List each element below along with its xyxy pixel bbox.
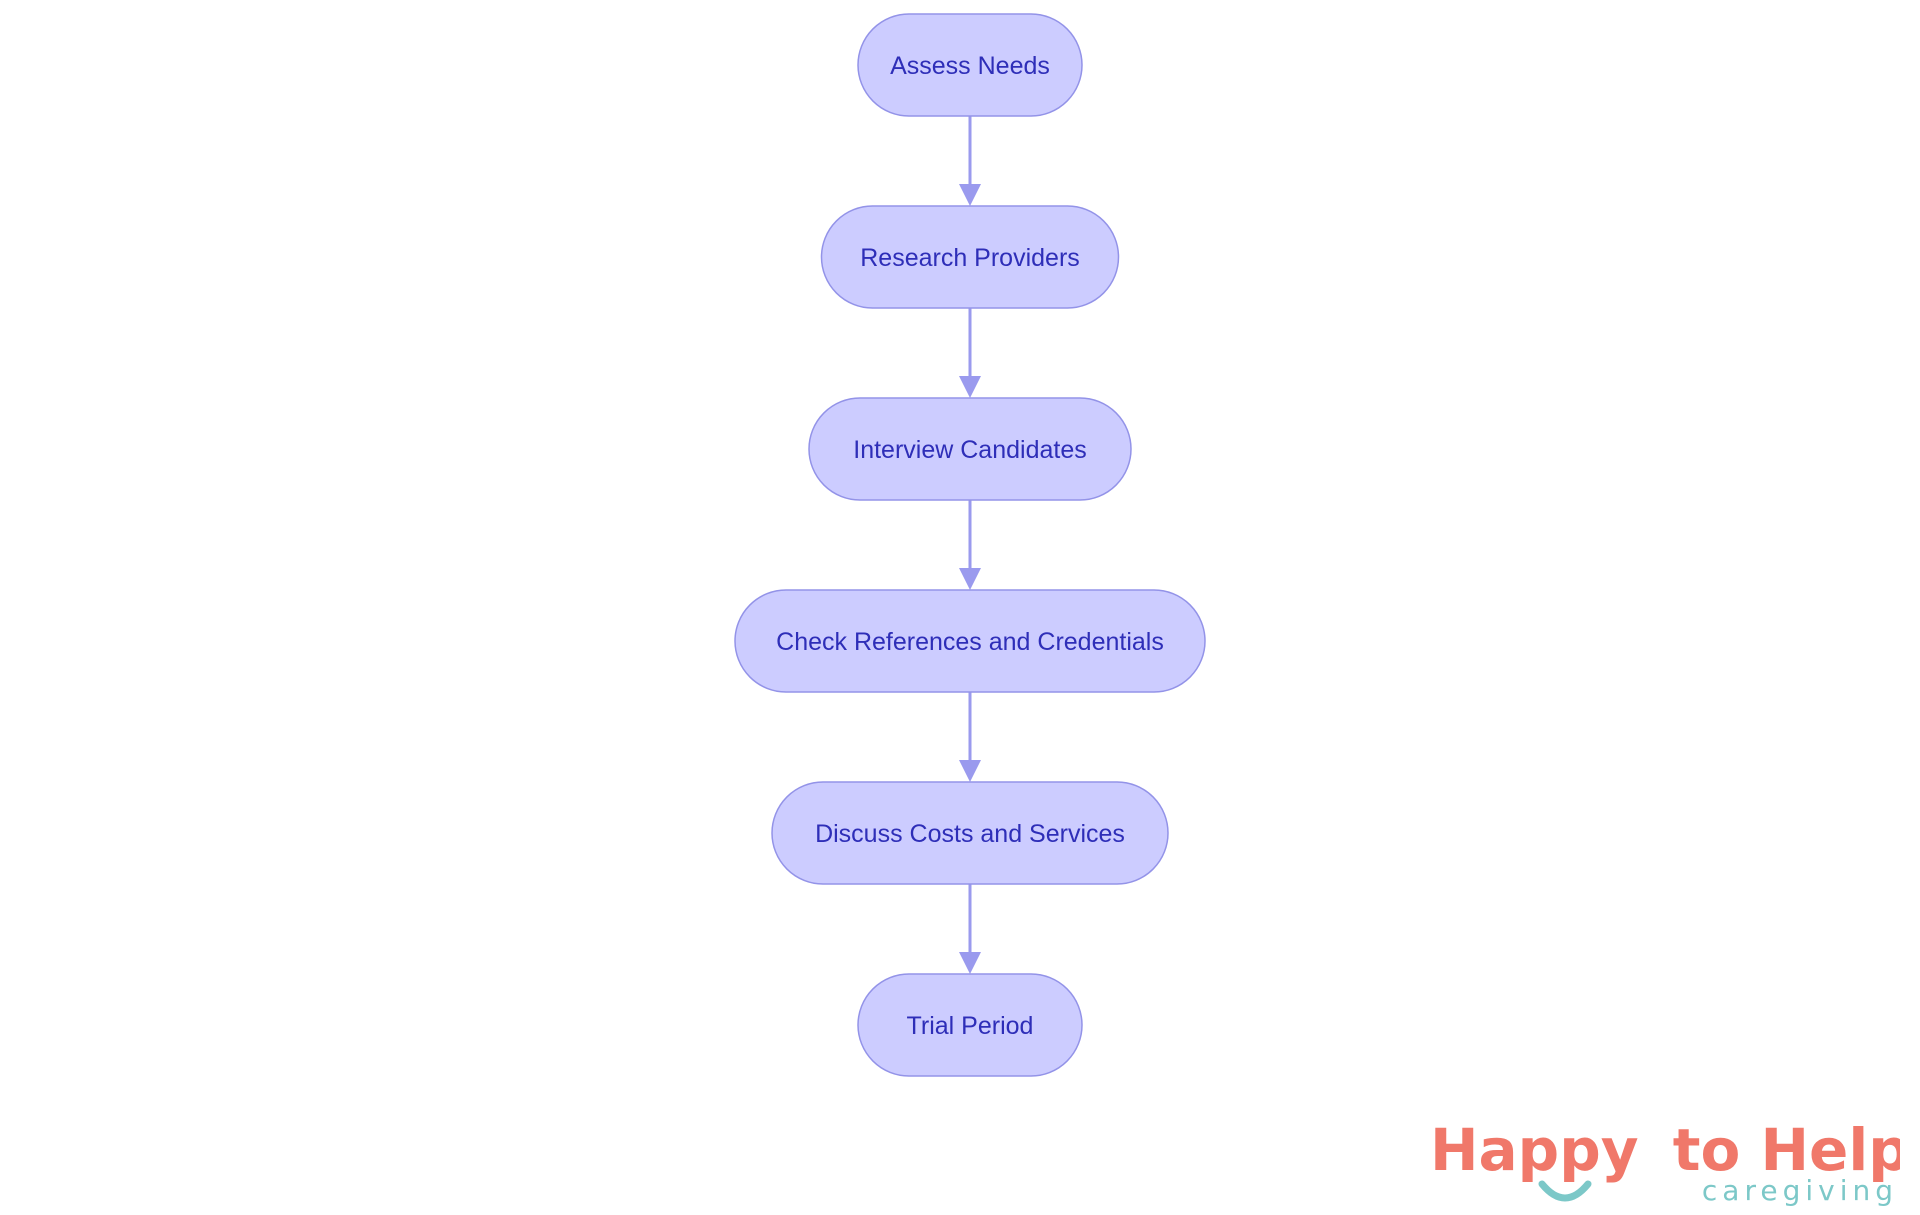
- flow-node-shape: [734, 589, 1206, 693]
- flow-node-label: Interview Candidates: [853, 436, 1086, 464]
- edges-layer: [959, 116, 981, 974]
- flow-node-trial: Trial Period: [857, 973, 1083, 1077]
- flow-node-shape: [857, 13, 1083, 117]
- flow-node-label: Discuss Costs and Services: [815, 820, 1125, 848]
- logo-subtitle: caregiving: [1702, 1174, 1898, 1207]
- flow-node-assess: Assess Needs: [857, 13, 1083, 117]
- logo-word-happy: Happy: [1430, 1116, 1639, 1184]
- logo-smile-icon: [1538, 1180, 1592, 1202]
- flow-node-check: Check References and Credentials: [734, 589, 1206, 693]
- flow-node-label: Trial Period: [907, 1012, 1034, 1040]
- flow-node-shape: [857, 973, 1083, 1077]
- flow-node-shape: [808, 397, 1132, 501]
- arrowhead-icon: [959, 568, 981, 590]
- flow-node-label: Check References and Credentials: [776, 628, 1164, 656]
- arrowhead-icon: [959, 184, 981, 206]
- svg-text:Happy to Help: Happy to Help: [1430, 1116, 1900, 1184]
- logo-word-to-help: to Help: [1673, 1116, 1900, 1184]
- flow-node-shape: [771, 781, 1169, 885]
- flow-node-discuss: Discuss Costs and Services: [771, 781, 1169, 885]
- arrowhead-icon: [959, 760, 981, 782]
- flow-node-label: Research Providers: [860, 244, 1080, 272]
- brand-logo: Happy to Help caregiving: [1430, 1108, 1910, 1208]
- flow-node-shape: [820, 205, 1120, 309]
- flow-node-label: Assess Needs: [890, 52, 1050, 80]
- arrowhead-icon: [959, 952, 981, 974]
- flow-node-research: Research Providers: [820, 205, 1120, 309]
- arrowhead-icon: [959, 376, 981, 398]
- flow-node-interview: Interview Candidates: [808, 397, 1132, 501]
